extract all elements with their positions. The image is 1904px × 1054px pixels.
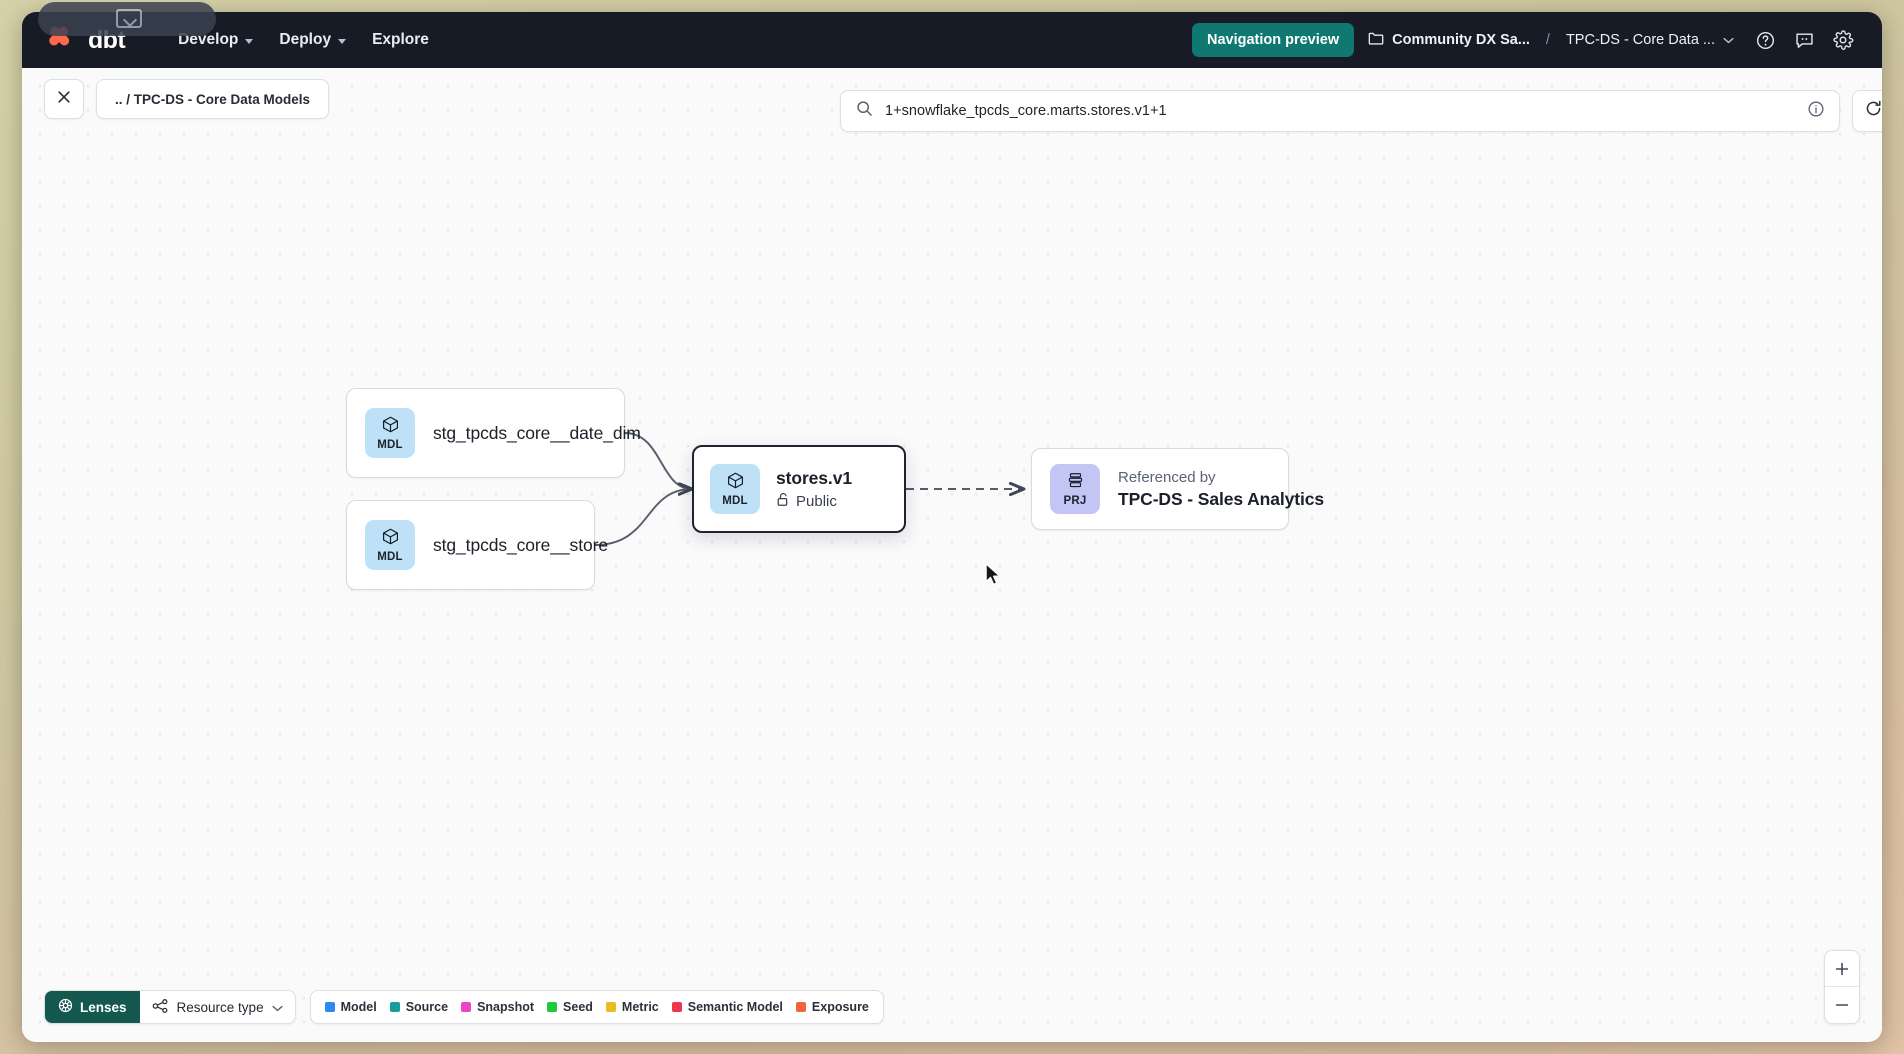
info-icon[interactable] bbox=[1807, 100, 1825, 123]
lineage-edges bbox=[594, 432, 1882, 546]
legend-swatch bbox=[671, 1002, 682, 1012]
node-title: stg_tpcds_core__date_dim bbox=[433, 422, 641, 443]
lineage-toolbar: .. / TPC-DS - Core Data Models bbox=[22, 68, 1882, 130]
graph-nodes-icon bbox=[152, 998, 169, 1017]
node-badge-mdl: MDL bbox=[710, 464, 760, 514]
unlock-icon bbox=[776, 492, 790, 511]
node-title: stores.v1 bbox=[776, 467, 852, 488]
node-access-badge: Public bbox=[776, 492, 852, 511]
lens-icon bbox=[58, 998, 73, 1016]
node-title: TPC-DS - Sales Analytics bbox=[1118, 488, 1325, 509]
cube-icon bbox=[381, 527, 400, 551]
lineage-search-field[interactable] bbox=[840, 90, 1840, 132]
legend-swatch bbox=[324, 1002, 335, 1012]
legend-label: Seed bbox=[563, 1000, 593, 1014]
folder-icon bbox=[1368, 31, 1384, 50]
lineage-canvas[interactable]: MDL stg_tpcds_core__date_dim MDL stg_tpc… bbox=[22, 68, 1882, 1042]
legend-swatch bbox=[605, 1002, 616, 1012]
nav-item-deploy-label: Deploy bbox=[279, 31, 332, 48]
resource-type-dropdown[interactable]: Resource type bbox=[139, 991, 295, 1023]
legend-item-exposure: Exposure bbox=[795, 1000, 869, 1014]
legend-item-model: Model bbox=[324, 1000, 377, 1014]
app-window: dbt Develop Deploy Explore Navigation pr… bbox=[22, 12, 1882, 1042]
resource-type-legend: Model Source Snapshot Seed Metric Semant… bbox=[309, 990, 884, 1024]
feedback-icon[interactable] bbox=[1787, 23, 1821, 57]
close-icon bbox=[56, 89, 72, 110]
refresh-icon bbox=[1864, 99, 1883, 123]
lenses-label: Lenses bbox=[80, 999, 127, 1015]
legend-label: Exposure bbox=[811, 1000, 869, 1014]
lens-control-group: Lenses Resource type bbox=[44, 990, 296, 1024]
zoom-controls bbox=[1824, 950, 1860, 1024]
node-badge-label: MDL bbox=[377, 438, 403, 451]
refresh-lineage-button[interactable] bbox=[1852, 90, 1882, 132]
legend-swatch bbox=[461, 1002, 472, 1012]
node-badge-label: PRJ bbox=[1063, 494, 1087, 507]
graph-node-stg-date-dim[interactable]: MDL stg_tpcds_core__date_dim bbox=[346, 388, 641, 478]
close-lineage-button[interactable] bbox=[44, 79, 84, 119]
node-badge-mdl: MDL bbox=[365, 520, 415, 570]
legend-item-metric: Metric bbox=[605, 1000, 659, 1014]
lenses-button[interactable]: Lenses bbox=[45, 991, 140, 1023]
window-notch-icon bbox=[116, 9, 142, 28]
breadcrumb-account[interactable]: Community DX Sa... bbox=[1359, 25, 1539, 56]
legend-label: Source bbox=[405, 1000, 449, 1014]
nav-item-deploy[interactable]: Deploy bbox=[266, 24, 359, 56]
node-badge-label: MDL bbox=[377, 550, 403, 563]
legend-swatch bbox=[795, 1002, 806, 1012]
resource-type-label: Resource type bbox=[176, 999, 264, 1015]
chevron-down-icon bbox=[245, 38, 254, 44]
search-input[interactable] bbox=[885, 103, 1807, 119]
node-text-group: stg_tpcds_core__store bbox=[433, 534, 608, 556]
help-icon[interactable] bbox=[1748, 23, 1782, 57]
breadcrumb-project[interactable]: TPC-DS - Core Data ... bbox=[1557, 26, 1743, 54]
node-text-group: Referenced by TPC-DS - Sales Analytics bbox=[1118, 468, 1325, 510]
lineage-bottom-bar: Lenses Resource type bbox=[44, 990, 884, 1024]
window-notch bbox=[38, 2, 216, 36]
breadcrumb-account-label: Community DX Sa... bbox=[1392, 32, 1530, 48]
legend-item-source: Source bbox=[389, 1000, 449, 1014]
graph-node-stg-store[interactable]: MDL stg_tpcds_core__store bbox=[346, 500, 608, 590]
legend-label: Snapshot bbox=[477, 1000, 535, 1014]
legend-swatch bbox=[389, 1002, 400, 1012]
node-badge-mdl: MDL bbox=[365, 408, 415, 458]
node-text-group: stg_tpcds_core__date_dim bbox=[433, 422, 641, 444]
node-kicker: Referenced by bbox=[1118, 468, 1216, 486]
graph-node-referenced-by-project[interactable]: PRJ Referenced by TPC-DS - Sales Analyti… bbox=[1031, 448, 1325, 530]
chevron-down-icon bbox=[272, 1000, 283, 1015]
node-text-group: stores.v1 Public bbox=[776, 468, 852, 511]
graph-node-stores-v1[interactable]: MDL stores.v1 Public bbox=[692, 445, 906, 533]
settings-gear-icon[interactable] bbox=[1826, 23, 1860, 57]
cube-icon bbox=[381, 415, 400, 439]
legend-label: Model bbox=[340, 1000, 377, 1014]
navigation-preview-badge[interactable]: Navigation preview bbox=[1191, 23, 1355, 57]
toolbar-breadcrumb[interactable]: .. / TPC-DS - Core Data Models bbox=[96, 79, 330, 119]
zoom-in-button[interactable] bbox=[1825, 951, 1859, 987]
chevron-down-icon bbox=[338, 38, 347, 44]
nav-right-group: Navigation preview Community DX Sa... / … bbox=[1191, 23, 1860, 57]
plus-icon bbox=[1835, 962, 1849, 975]
breadcrumb-separator: / bbox=[1545, 32, 1550, 48]
search-icon bbox=[856, 100, 873, 122]
node-badge-label: MDL bbox=[722, 494, 748, 507]
cube-icon bbox=[726, 471, 745, 495]
zoom-out-button[interactable] bbox=[1825, 987, 1859, 1023]
legend-item-semantic-model: Semantic Model bbox=[671, 1000, 783, 1014]
node-access-label: Public bbox=[796, 492, 837, 510]
nav-item-explore[interactable]: Explore bbox=[359, 24, 442, 56]
legend-label: Semantic Model bbox=[687, 1000, 783, 1014]
nav-item-explore-label: Explore bbox=[372, 31, 429, 48]
minus-icon bbox=[1835, 1004, 1849, 1006]
project-stack-icon bbox=[1066, 471, 1085, 495]
legend-item-seed: Seed bbox=[547, 1000, 593, 1014]
legend-swatch bbox=[547, 1002, 558, 1012]
breadcrumb-project-label: TPC-DS - Core Data ... bbox=[1565, 32, 1715, 48]
top-navigation-bar: dbt Develop Deploy Explore Navigation pr… bbox=[22, 12, 1882, 68]
chevron-down-icon bbox=[1723, 32, 1734, 48]
node-title: stg_tpcds_core__store bbox=[433, 534, 608, 555]
legend-label: Metric bbox=[621, 1000, 659, 1014]
search-group bbox=[840, 90, 1882, 132]
legend-item-snapshot: Snapshot bbox=[461, 1000, 534, 1014]
node-badge-prj: PRJ bbox=[1050, 464, 1100, 514]
